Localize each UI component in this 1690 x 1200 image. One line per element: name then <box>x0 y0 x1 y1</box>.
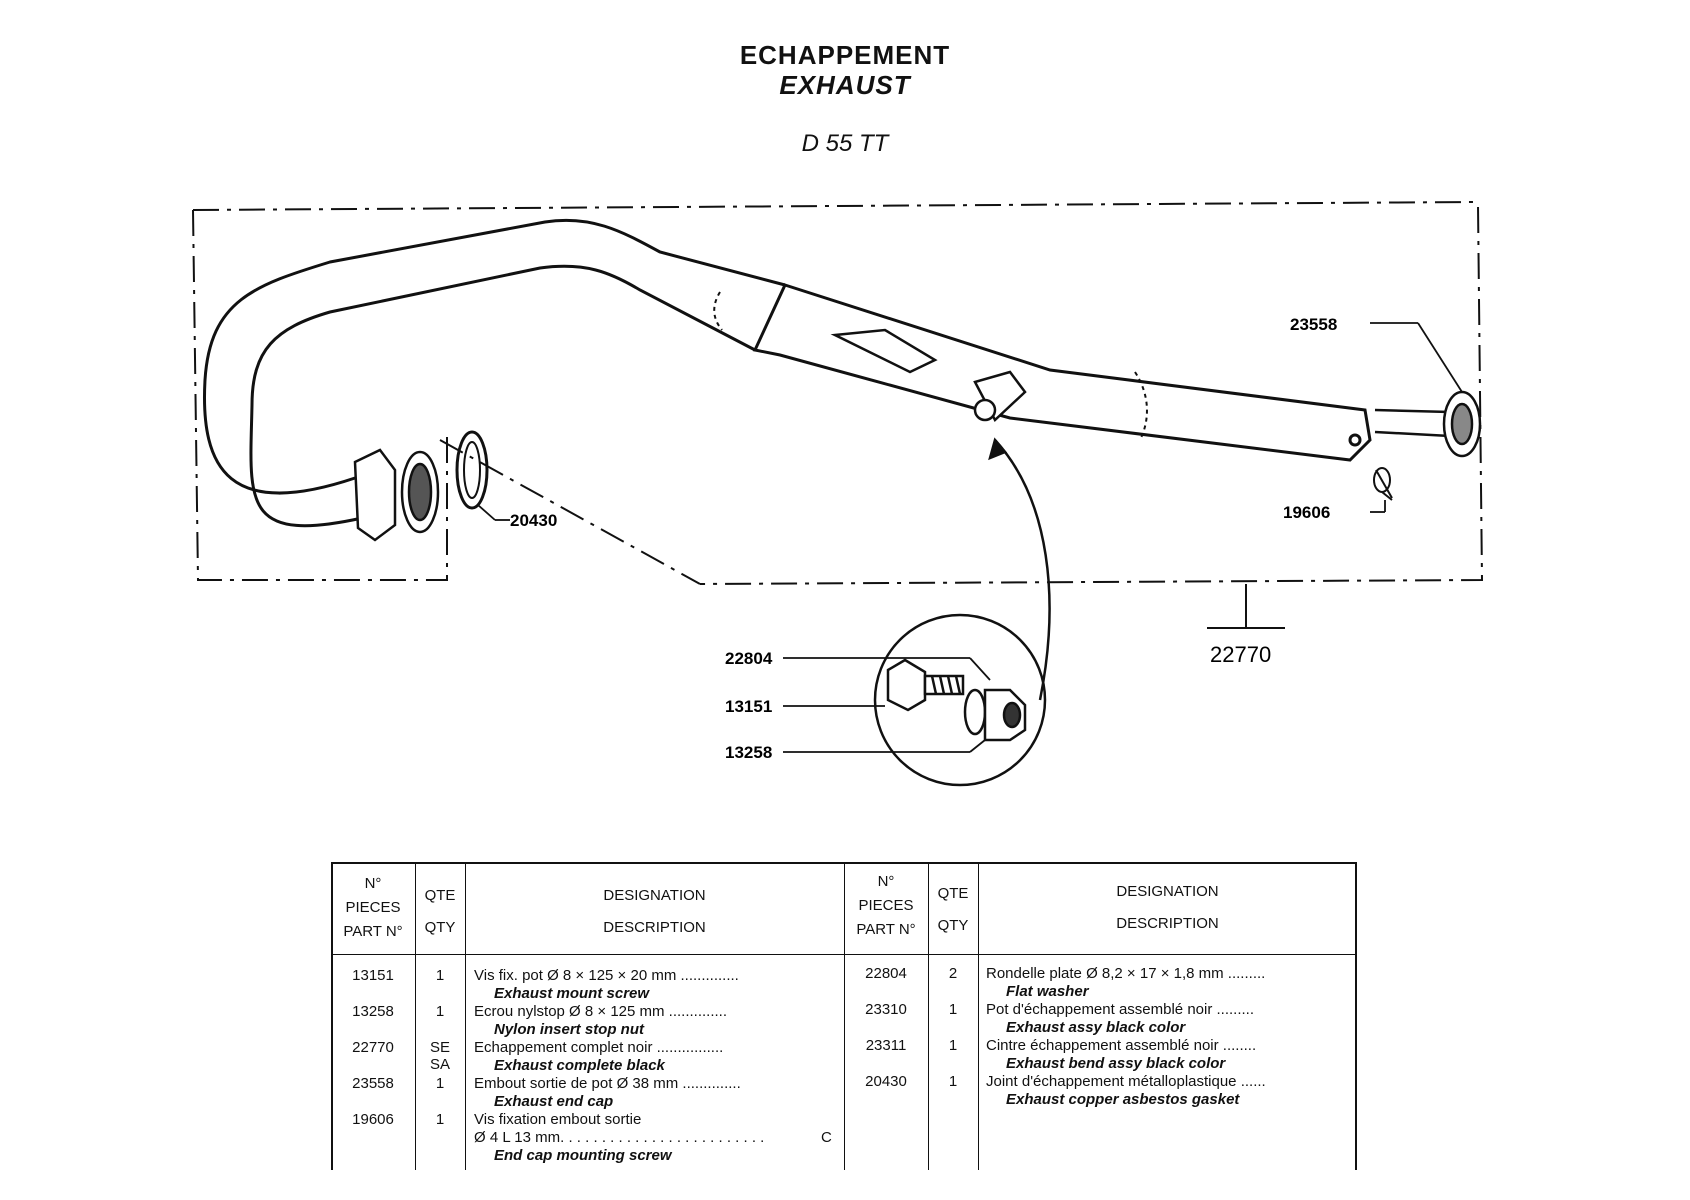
muffler <box>752 283 1372 462</box>
callout-22804: 22804 <box>725 649 773 668</box>
washer-nut-icon <box>963 688 1027 742</box>
callout-leaders <box>477 322 1463 753</box>
model-label: D 55 TT <box>801 130 889 157</box>
title-english: EXHAUST <box>779 70 911 100</box>
table-row: 19606 1 Vis fixation embout sortie Ø 4 L… <box>352 1111 832 1164</box>
callout-13258: 13258 <box>725 743 772 762</box>
table-row: 23558 1 Embout sortie de pot Ø 38 mm ...… <box>352 1075 741 1110</box>
callout-20430: 20430 <box>510 511 557 530</box>
callout-23558: 23558 <box>1290 315 1337 334</box>
end-cap-screw-icon <box>1373 467 1393 501</box>
exhaust-bend <box>202 218 786 528</box>
assembly-boundary <box>192 200 1484 585</box>
mount-screw-icon <box>886 658 965 712</box>
callout-19606: 19606 <box>1283 503 1330 522</box>
table-row: 13151 1 Vis fix. pot Ø 8 × 125 × 20 mm .… <box>352 967 739 1002</box>
flange-nut-icon <box>353 448 440 542</box>
callout-22770: 22770 <box>1210 642 1271 667</box>
table-row: 23310 1 Pot d'échappement assemblé noir … <box>865 1001 1255 1036</box>
mount-bracket-icon <box>973 370 1027 423</box>
table-row: 20430 1 Joint d'échappement métalloplast… <box>865 1073 1266 1108</box>
detail-circle <box>873 437 1051 787</box>
table-row: 13258 1 Ecrou nylstop Ø 8 × 125 mm .....… <box>352 1003 728 1038</box>
gasket-icon <box>455 430 489 510</box>
table-row: 23311 1 Cintre échappement assemblé noir… <box>865 1037 1257 1072</box>
title-french: ECHAPPEMENT <box>739 40 951 70</box>
callout-13151: 13151 <box>725 697 772 716</box>
end-cap-icon <box>1374 390 1482 458</box>
table-row: 22770 SE SA Echappement complet noir ...… <box>352 1039 724 1074</box>
assembly-leader <box>1207 584 1285 629</box>
table-row: 22804 2 Rondelle plate Ø 8,2 × 17 × 1,8 … <box>865 965 1266 1000</box>
